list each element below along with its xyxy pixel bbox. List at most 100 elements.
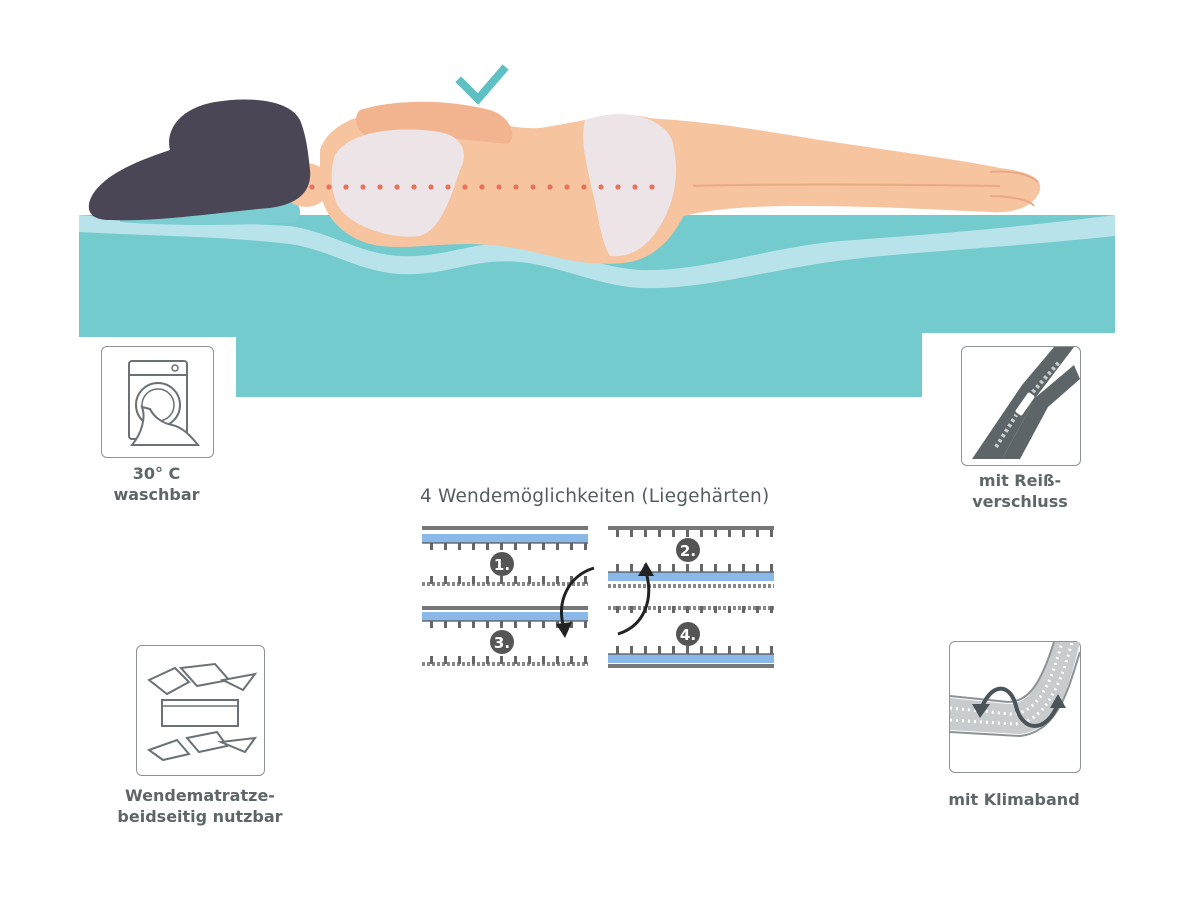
layer-tick — [700, 646, 703, 654]
layer-tick — [570, 656, 573, 664]
layer-tick — [444, 543, 447, 550]
layer-tick — [686, 606, 689, 613]
underwear — [583, 114, 676, 257]
layer-tick — [542, 656, 545, 664]
spine-dot — [496, 184, 502, 190]
washable-icon-box — [101, 346, 214, 458]
layer-tick — [616, 646, 619, 654]
spine-dot — [649, 184, 655, 190]
hero-illustration — [79, 64, 1115, 397]
layer-tick — [430, 576, 433, 584]
spine-dot — [462, 184, 468, 190]
layer-tick — [616, 606, 619, 613]
zipper-caption: mit Reiß- verschluss — [955, 470, 1085, 512]
layer-tick — [430, 543, 433, 550]
layer-tick — [500, 576, 503, 584]
spine-dot — [564, 184, 570, 190]
layer-tick — [728, 564, 731, 572]
airflow-band-icon — [950, 642, 1080, 738]
layer-tick — [658, 606, 661, 613]
layer-tick — [644, 530, 647, 537]
reversible-label-1: Wendematratze- — [125, 786, 275, 805]
spine-dot — [360, 184, 366, 190]
layer-tick — [542, 543, 545, 550]
layer-tick — [672, 646, 675, 654]
reversible-caption: Wendematratze- beidseitig nutzbar — [105, 785, 295, 827]
hair — [88, 99, 311, 221]
layer-4-number: 4. — [680, 626, 696, 644]
layer-tick — [742, 646, 745, 654]
layer-tick — [770, 564, 773, 572]
layer-tick — [542, 621, 545, 628]
spine-dot — [479, 184, 485, 190]
layer-tick — [728, 606, 731, 613]
layer-2-number: 2. — [680, 542, 696, 560]
layer-tick — [672, 530, 675, 537]
layer-tick — [556, 656, 559, 664]
layer-tick — [458, 543, 461, 550]
spine-dot — [615, 184, 621, 190]
layer-tick — [500, 621, 503, 628]
layer-tick — [584, 621, 587, 628]
layer-tick — [486, 543, 489, 550]
spine-dot — [598, 184, 604, 190]
layer-tick — [770, 606, 773, 613]
spine-dot — [581, 184, 587, 190]
mattress-layer-4: 4. — [608, 606, 774, 668]
layer-tick — [742, 564, 745, 572]
approval-check-icon — [455, 64, 509, 105]
spine-dot — [343, 184, 349, 190]
layer-tick — [430, 656, 433, 664]
spine-dot — [377, 184, 383, 190]
layer-tick — [472, 656, 475, 664]
layer-tick — [700, 564, 703, 572]
layer-tick — [458, 656, 461, 664]
layer-tick — [444, 656, 447, 664]
layer-tick — [430, 621, 433, 628]
layer-tick — [700, 606, 703, 613]
layer-tick — [658, 564, 661, 572]
climate-caption: mit Klimaband — [939, 789, 1089, 810]
mattress-layer-3: 3. — [422, 606, 588, 668]
layer-tick — [514, 543, 517, 550]
layer-tick — [756, 530, 759, 537]
layer-tick — [486, 576, 489, 584]
zipper-label-2: verschluss — [972, 492, 1068, 511]
layer-tick — [672, 564, 675, 572]
zipper-label-1: mit Reiß- — [978, 471, 1062, 490]
washable-caption: 30° C waschbar — [96, 463, 217, 505]
layer-tick — [714, 530, 717, 537]
layer-tick — [756, 564, 759, 572]
spine-dot — [309, 184, 315, 190]
layer-tick — [742, 530, 745, 537]
layer-tick — [686, 646, 689, 654]
layer-tick — [500, 543, 503, 550]
layer-tick — [700, 530, 703, 537]
layer-tick — [584, 656, 587, 664]
layer-tick — [528, 621, 531, 628]
spine-dot — [326, 184, 332, 190]
layer-tick — [542, 576, 545, 584]
layer-tick — [514, 656, 517, 664]
layer-tick — [514, 576, 517, 584]
spine-dot — [530, 184, 536, 190]
layer-tick — [672, 606, 675, 613]
spine-dot — [428, 184, 434, 190]
layer-tick — [584, 576, 587, 584]
mattress-layer-2: 2. — [608, 526, 774, 588]
layer-tick — [584, 543, 587, 550]
reversible-mattress-icon — [146, 662, 258, 762]
reversible-icon-box — [136, 645, 265, 776]
layer-tick — [742, 606, 745, 613]
layer-tick — [714, 564, 717, 572]
layer-3-number: 3. — [494, 634, 510, 652]
zipper-icon-box — [961, 346, 1081, 466]
layer-tick — [714, 646, 717, 654]
spine-dot — [632, 184, 638, 190]
climate-label: mit Klimaband — [948, 790, 1080, 809]
washing-machine-icon — [128, 360, 201, 446]
layer-tick — [658, 646, 661, 654]
layer-tick — [570, 576, 573, 584]
layer-tick — [500, 656, 503, 664]
layer-tick — [630, 646, 633, 654]
